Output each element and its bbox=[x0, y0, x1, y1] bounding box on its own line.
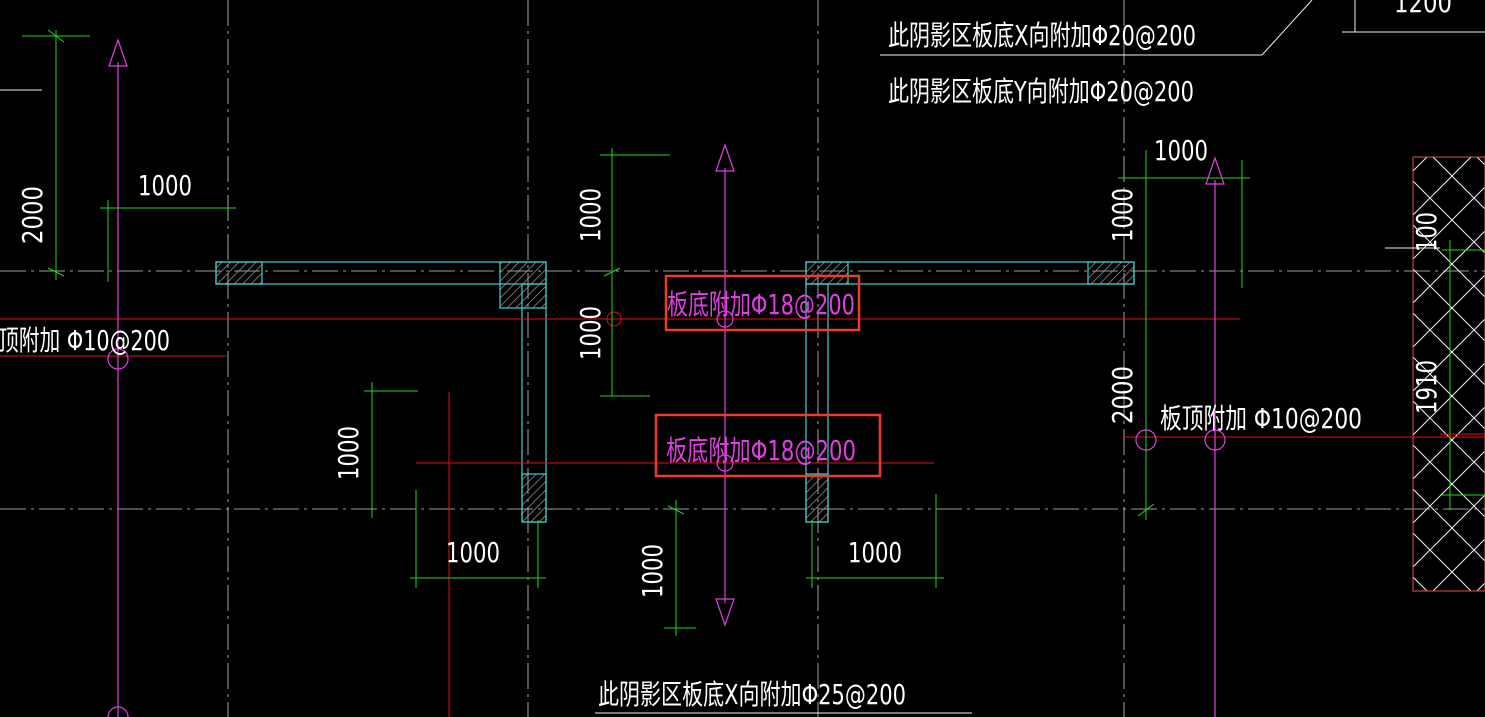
dim-1000-bottom-center: 1000 bbox=[636, 544, 669, 598]
dim-100-far-right: 100 bbox=[1410, 212, 1443, 252]
dim-1000-center-upper: 1000 bbox=[574, 188, 607, 242]
rebar-label-bottom-b: 板底附加Φ18@200 bbox=[666, 434, 856, 467]
highlight-box-upper bbox=[664, 274, 861, 332]
walls bbox=[215, 261, 1135, 523]
highlight-boxes bbox=[654, 274, 882, 478]
rebar-label-right: 板顶附加 Φ10@200 bbox=[1160, 402, 1362, 435]
highlight-box-lower bbox=[654, 413, 882, 478]
dim-1000-right-v: 1000 bbox=[1106, 188, 1139, 242]
dim-1910-far-right: 1910 bbox=[1410, 360, 1443, 414]
dim-2000-right: 2000 bbox=[1106, 366, 1139, 424]
dim-1000-bottom-right: 1000 bbox=[848, 536, 902, 569]
bottom-rebar-labels: 板底附加Φ18@200 板底附加Φ18@200 bbox=[666, 288, 856, 467]
rebar-lines bbox=[0, 311, 1485, 717]
hatched-region bbox=[1385, 156, 1485, 592]
magenta-arrows bbox=[107, 38, 1226, 717]
dim-1000-right-h: 1000 bbox=[1154, 134, 1208, 167]
note-top-y: 此阴影区板底Y向附加Φ20@200 bbox=[888, 75, 1194, 108]
note-top-x: 此阴影区板底X向附加Φ20@200 bbox=[888, 19, 1196, 52]
dimension-lines bbox=[22, 29, 1250, 636]
rebar-label-left: 顶附加 Φ10@200 bbox=[0, 324, 170, 357]
dim-1000-left-h: 1000 bbox=[138, 169, 192, 202]
rebar-label-bottom-a: 板底附加Φ18@200 bbox=[667, 288, 855, 321]
dim-1000-bottom-left: 1000 bbox=[446, 536, 500, 569]
dim-2000-left: 2000 bbox=[16, 186, 49, 244]
dim-1200-top: 1200 bbox=[1394, 0, 1452, 19]
notes: 此阴影区板底X向附加Φ20@200 此阴影区板底Y向附加Φ20@200 此阴影区… bbox=[0, 19, 1362, 711]
note-bottom-x: 此阴影区板底X向附加Φ25@200 bbox=[598, 678, 906, 711]
dim-1000-center-lower: 1000 bbox=[574, 306, 607, 360]
dim-1000-left-v: 1000 bbox=[332, 426, 365, 480]
dimension-texts: 2000 1000 1000 1000 1000 1000 1000 1000 … bbox=[16, 0, 1452, 598]
